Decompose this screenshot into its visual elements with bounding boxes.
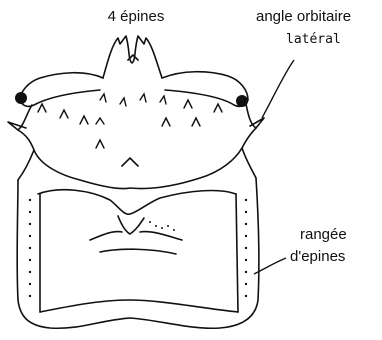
spine-row-label-line1: rangée (300, 226, 347, 243)
lower-body-top-left (18, 150, 34, 180)
carapace-outline (18, 104, 256, 189)
lower-ridge (100, 249, 176, 254)
orbital-angle-label-line1: angle orbitaire (256, 8, 351, 25)
rostrum-outline (103, 36, 162, 78)
chevron-mark (122, 158, 138, 166)
orbital-angle-leader (262, 60, 294, 118)
central-ridge-left (90, 232, 122, 240)
inner-plate-outline (38, 190, 236, 215)
left-orbit (20, 73, 103, 107)
spines-label: 4 épines (90, 8, 182, 25)
lower-body-outline (17, 178, 259, 328)
lower-body-top-right (242, 148, 256, 178)
leader-lines (254, 60, 294, 274)
inner-plate-right-edge (236, 194, 238, 312)
right-orbit (162, 72, 248, 107)
marginal-spine-rows (29, 199, 247, 297)
left-eye-icon (15, 92, 27, 104)
spine-row-label-line2: d'epines (290, 248, 345, 265)
surface-spines (38, 94, 222, 148)
inner-plate-bottom (40, 300, 238, 312)
right-eye-icon (236, 95, 248, 107)
central-ridge-right (140, 232, 182, 240)
orbital-angle-label-line2: latéral (286, 32, 341, 47)
